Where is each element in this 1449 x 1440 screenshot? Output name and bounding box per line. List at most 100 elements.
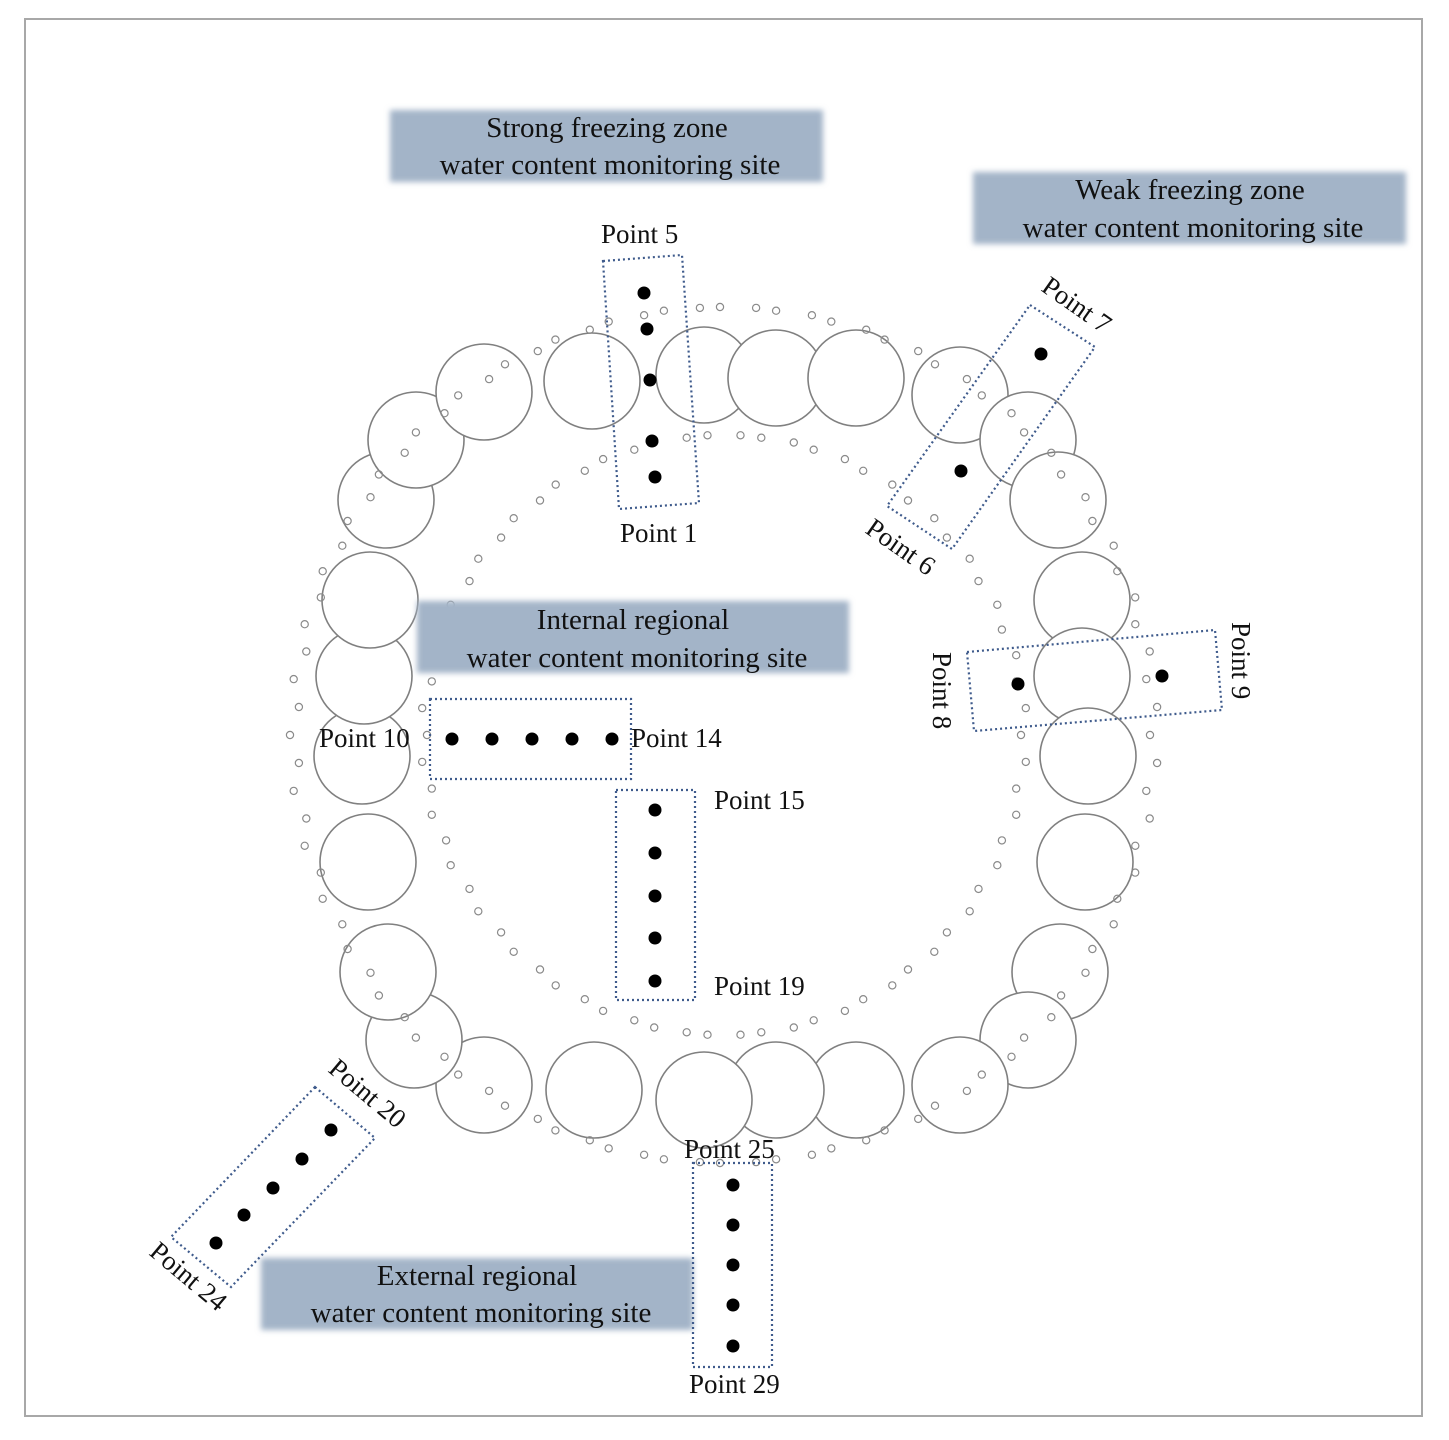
- freeze-pipe-hole: [771, 1155, 781, 1164]
- freeze-pipe-hole: [757, 1028, 766, 1037]
- freeze-pipe-hole: [1142, 786, 1151, 796]
- freeze-pipe-hole: [1130, 593, 1140, 602]
- freeze-pipe-hole: [827, 317, 836, 326]
- monitoring-point: [726, 1218, 740, 1232]
- freeze-pipe-hole: [888, 480, 897, 489]
- freeze-pipe-hole: [418, 757, 427, 767]
- external-zone-label: External regional water content monitori…: [261, 1258, 693, 1330]
- monitoring-point: [266, 1181, 280, 1195]
- freeze-pipe-hole: [533, 1114, 543, 1124]
- freeze-pipe-hole: [441, 836, 451, 845]
- label-point-8: Point 8: [927, 652, 957, 729]
- monitoring-point: [565, 732, 579, 746]
- freeze-pipe-hole: [1088, 944, 1097, 954]
- freeze-pipe-hole: [598, 454, 608, 464]
- freeze-pipe-hole: [903, 496, 913, 505]
- freeze-pipe-hole: [736, 1030, 745, 1039]
- freeze-pipe-hole: [703, 1030, 712, 1039]
- freeze-pipe-hole: [888, 981, 897, 990]
- monitoring-box-points-25-29: [691, 1161, 774, 1369]
- freeze-pipe-hole: [1007, 1052, 1016, 1062]
- monitoring-box-points-1-5: [601, 253, 701, 511]
- monitoring-point: [648, 470, 662, 484]
- freeze-pipe-hole: [630, 445, 639, 454]
- monitoring-box-points-8-9: [965, 628, 1224, 733]
- freeze-pipe-hole: [997, 836, 1007, 845]
- wall-circle: [543, 332, 641, 430]
- weak-zone-subtitle: water content monitoring site: [1023, 212, 1364, 244]
- freeze-pipe-hole: [1019, 428, 1029, 437]
- monitoring-points: [209, 286, 1169, 1353]
- wall-circle: [367, 391, 465, 489]
- monitoring-point: [645, 434, 659, 448]
- freeze-pipe-hole: [993, 861, 1002, 870]
- freeze-pipe-hole: [650, 1023, 659, 1032]
- freeze-pipe-hole: [1145, 730, 1155, 740]
- wall-circle: [435, 1036, 533, 1134]
- label-point-19: Point 19: [714, 971, 805, 1001]
- freeze-pipe-hole: [465, 576, 474, 586]
- freeze-pipe-hole: [374, 470, 384, 479]
- freeze-pipe-hole: [1109, 920, 1118, 929]
- monitoring-point: [295, 1152, 309, 1166]
- strong-zone-title: Strong freezing zone: [486, 112, 728, 144]
- freeze-pipe-hole: [757, 433, 766, 442]
- freeze-pipe-hole: [807, 1150, 817, 1160]
- freeze-pipe-hole: [965, 907, 974, 916]
- freeze-pipe-hole: [930, 1101, 940, 1110]
- wall-circle: [435, 343, 533, 441]
- freeze-pipe-hole: [703, 431, 712, 440]
- label-point-1: Point 1: [620, 518, 697, 548]
- freeze-pipe-hole: [771, 306, 781, 315]
- freeze-pipe-hole: [1145, 814, 1154, 823]
- freeze-pipe-hole: [585, 325, 595, 334]
- freeze-pipe-hole: [509, 514, 518, 523]
- label-band: [973, 172, 1406, 244]
- freeze-pipe-hole: [318, 894, 327, 904]
- freeze-pipe-hole: [789, 1023, 799, 1032]
- monitoring-point: [1155, 669, 1169, 683]
- freeze-pipe-hole: [1016, 730, 1026, 740]
- freeze-pipe-hole: [318, 567, 327, 576]
- monitoring-point: [726, 1339, 740, 1353]
- freeze-pipe-hole: [551, 335, 560, 344]
- freeze-pipe-hole: [942, 533, 952, 542]
- label-point-10: Point 10: [319, 723, 410, 753]
- freeze-pipe-hole: [914, 1114, 923, 1124]
- freeze-pipe-hole: [862, 325, 871, 334]
- freeze-pipe-hole: [809, 1016, 818, 1025]
- wall-circle: [545, 1041, 643, 1139]
- figure-frame: [24, 18, 1423, 1417]
- freeze-pipe-hole: [343, 944, 352, 954]
- weak-zone-title: Weak freezing zone: [1075, 174, 1305, 206]
- freeze-pipe-hole: [630, 1016, 639, 1025]
- freeze-pipe-hole: [465, 884, 474, 894]
- freeze-pipe-hole: [551, 1126, 560, 1135]
- freeze-pipe-hole: [1131, 841, 1140, 851]
- wall-circle: [321, 551, 419, 649]
- label-point-15: Point 15: [714, 785, 805, 815]
- freeze-pipe-hole: [639, 311, 649, 320]
- internal-zone-subtitle: water content monitoring site: [467, 642, 808, 674]
- freeze-pipe-hole: [862, 1136, 871, 1145]
- freeze-pipe-hole: [639, 1150, 649, 1160]
- freeze-pipe-hole: [914, 346, 923, 356]
- freeze-pipe-hole: [535, 965, 545, 974]
- freeze-pipe-hole: [580, 466, 590, 475]
- monitoring-box-points-10-14: [428, 697, 633, 781]
- freeze-pipe-hole: [962, 374, 972, 384]
- freeze-pipe-hole: [1056, 470, 1066, 479]
- monitoring-point: [648, 889, 662, 903]
- freeze-pipe-hole: [736, 431, 745, 440]
- freeze-pipe-hole: [1021, 757, 1031, 767]
- freeze-pipe-hole: [859, 466, 868, 475]
- freeze-pipe-hole: [580, 995, 590, 1004]
- freeze-pipe-hole: [440, 409, 449, 418]
- freeze-pipe-hole: [454, 1070, 463, 1079]
- freeze-pipe-hole: [1131, 620, 1140, 629]
- freeze-pipe-hole: [715, 302, 725, 312]
- freeze-pipe-hole: [474, 907, 483, 916]
- freeze-pipe-hole: [789, 438, 799, 447]
